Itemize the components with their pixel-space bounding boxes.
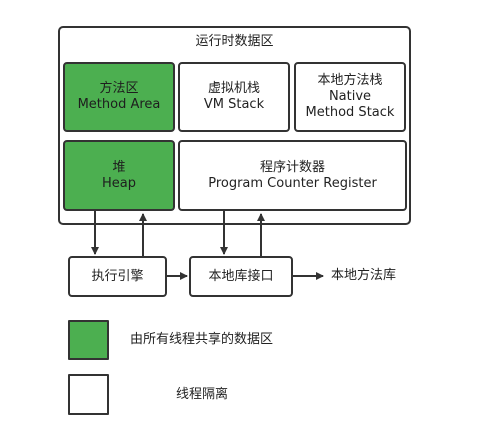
method-area-label-cn: 方法区 xyxy=(99,81,139,96)
heap-label-cn: 堆 xyxy=(112,159,126,175)
legend-isolated-swatch xyxy=(68,374,109,415)
native-library-label: 本地方法库 xyxy=(331,268,397,283)
heap-label-en: Heap xyxy=(102,175,136,191)
native-stack-label-cn: 本地方法栈 xyxy=(317,73,383,88)
heap-box: 堆 Heap xyxy=(63,140,175,211)
native-stack-label-en1: Native xyxy=(328,89,372,104)
runtime-data-area-title: 运行时数据区 xyxy=(195,34,274,49)
native-interface-label: 本地库接口 xyxy=(208,268,274,284)
execution-engine-box: 执行引擎 xyxy=(68,256,167,297)
pc-register-label-cn: 程序计数器 xyxy=(259,159,325,175)
legend-shared-swatch xyxy=(68,320,109,360)
method-area-box: 方法区 Method Area xyxy=(63,62,175,132)
vm-stack-label-en: VM Stack xyxy=(203,97,265,112)
pc-register-box: 程序计数器 Program Counter Register xyxy=(178,140,407,211)
native-method-stack-box: 本地方法栈 Native Method Stack xyxy=(294,62,406,132)
method-area-label-en: Method Area xyxy=(77,97,161,112)
pc-register-label-en: Program Counter Register xyxy=(208,175,377,191)
vm-stack-box: 虚拟机栈 VM Stack xyxy=(178,62,290,132)
legend-isolated-label: 线程隔离 xyxy=(176,387,229,402)
native-interface-box: 本地库接口 xyxy=(189,256,293,297)
legend-shared-label: 由所有线程共享的数据区 xyxy=(130,332,274,347)
execution-engine-label: 执行引擎 xyxy=(91,268,144,284)
native-stack-label-en2: Method Stack xyxy=(305,105,395,120)
vm-stack-label-cn: 虚拟机栈 xyxy=(207,81,260,96)
